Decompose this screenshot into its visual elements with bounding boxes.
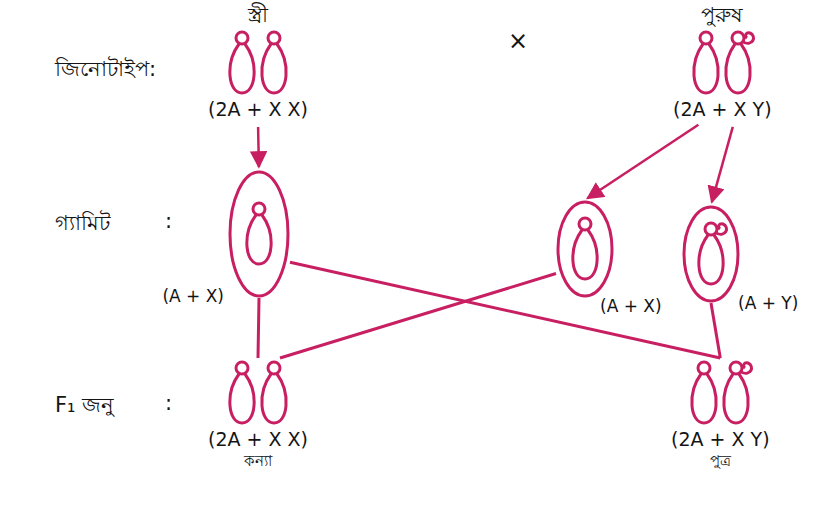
centromere-ring — [268, 32, 280, 44]
sperm-gamete: (A + Y) — [682, 205, 740, 303]
centromere-ring — [698, 362, 710, 374]
centromere-ring — [732, 32, 744, 44]
chromosome-arm — [724, 374, 748, 423]
centromere-ring — [700, 32, 712, 44]
sex-heading: পুরুষ — [701, 2, 743, 28]
xx-chromosome-pair — [218, 28, 298, 98]
xy-chromosome-pair — [680, 358, 760, 428]
chromosome-arm — [699, 235, 723, 284]
sperm-gamete: (A + X) — [556, 200, 614, 298]
centromere-ring — [705, 223, 717, 235]
fertilization-line — [711, 303, 720, 358]
chromosome-arm — [230, 44, 254, 93]
centromere-ring — [236, 362, 248, 374]
centromere-ring — [236, 32, 248, 44]
xx-chromosome-pair — [218, 358, 298, 428]
colon: : — [165, 390, 172, 416]
chromosome-arm — [726, 44, 750, 93]
egg-gamete: (A + X) — [228, 170, 290, 298]
fertilization-line — [258, 298, 259, 358]
row-heading: F₁ জনু — [55, 392, 114, 418]
fertilization-line — [290, 262, 720, 358]
chromosome-arm — [262, 44, 286, 93]
gamete-label: (A + Y) — [738, 293, 798, 314]
xy-chromosome-pair — [682, 28, 762, 98]
cross-sign: × — [508, 26, 528, 56]
female-parent: স্ত্রী (2A + X X) — [208, 2, 308, 122]
centromere-ring — [579, 218, 591, 230]
gamete-cell — [228, 170, 290, 298]
centromere-ring — [730, 362, 742, 374]
cell-outline — [558, 202, 612, 296]
son-offspring: (2A + X Y)পুত্র — [671, 358, 770, 471]
y-chromosome-hook — [716, 224, 727, 234]
cell-outline — [230, 172, 288, 296]
genotype-label: (2A + X X) — [208, 98, 308, 122]
genotype-label: (2A + X X) — [208, 428, 308, 452]
gamete-label: (A + X) — [162, 286, 224, 307]
colon: : — [165, 208, 172, 234]
row-heading: গ্যামিট — [55, 210, 110, 236]
gamete-arrow — [588, 125, 699, 199]
y-chromosome-hook — [743, 33, 754, 43]
chromosome-arm — [694, 44, 718, 93]
gamete-label: (A + X) — [600, 296, 662, 317]
genotype-label: (2A + X Y) — [673, 98, 772, 122]
gamete-arrow — [257, 127, 260, 167]
gamete-cell — [556, 200, 614, 298]
gamete-arrow — [712, 127, 733, 202]
chromosome-arm — [262, 374, 286, 423]
chromosome-arm — [573, 230, 597, 279]
chromosome-arm — [247, 215, 271, 264]
y-chromosome-hook — [741, 363, 752, 373]
cell-outline — [684, 207, 738, 301]
gamete-cell — [682, 205, 740, 303]
genotype-label: (2A + X Y) — [671, 428, 770, 452]
genotype-label: কন্যা — [244, 452, 272, 471]
chromosome-arm — [692, 374, 716, 423]
male-parent: পুরুষ (2A + X Y) — [673, 2, 772, 122]
centromere-ring — [268, 362, 280, 374]
fertilization-line — [280, 274, 556, 359]
sex-heading: স্ত্রী — [248, 2, 268, 28]
daughter-offspring: (2A + X X)কন্যা — [208, 358, 308, 471]
genotype-label: পুত্র — [710, 452, 731, 471]
chromosome-arm — [230, 374, 254, 423]
row-heading: জিনোটাইপ: — [55, 56, 156, 82]
centromere-ring — [253, 203, 265, 215]
